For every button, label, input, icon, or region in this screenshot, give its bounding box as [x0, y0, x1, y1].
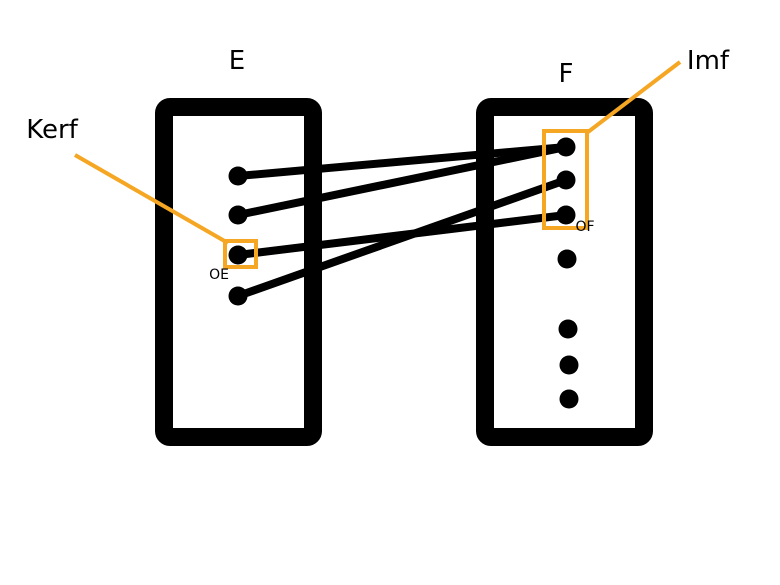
kerf-pointer-line [74, 153, 229, 245]
imf-label: Imf [687, 46, 730, 76]
set-e-point [228, 205, 248, 225]
set-e-box [155, 98, 322, 446]
set-f-point [559, 389, 579, 409]
mapping-edge [237, 143, 567, 180]
set-e-label: E [229, 46, 245, 76]
of-label: OF [575, 219, 594, 235]
set-e-point [228, 286, 248, 306]
imf-highlight-box [542, 129, 589, 230]
imf-pointer-line [586, 60, 682, 134]
set-f-point [556, 170, 576, 190]
kerf-label: Kerf [26, 115, 78, 145]
set-f-point [557, 249, 577, 269]
set-e-point [228, 166, 248, 186]
set-f-box [476, 98, 653, 446]
mapping-edge [236, 176, 568, 300]
oe-label: OE [209, 267, 229, 283]
mapping-edge [237, 143, 567, 219]
set-f-point [559, 355, 579, 375]
set-f-label: F [559, 59, 574, 89]
set-f-point [556, 205, 576, 225]
set-f-point [558, 319, 578, 339]
set-f-point [556, 137, 576, 157]
kerf-highlight-box [223, 239, 258, 269]
set-e-point [228, 245, 248, 265]
